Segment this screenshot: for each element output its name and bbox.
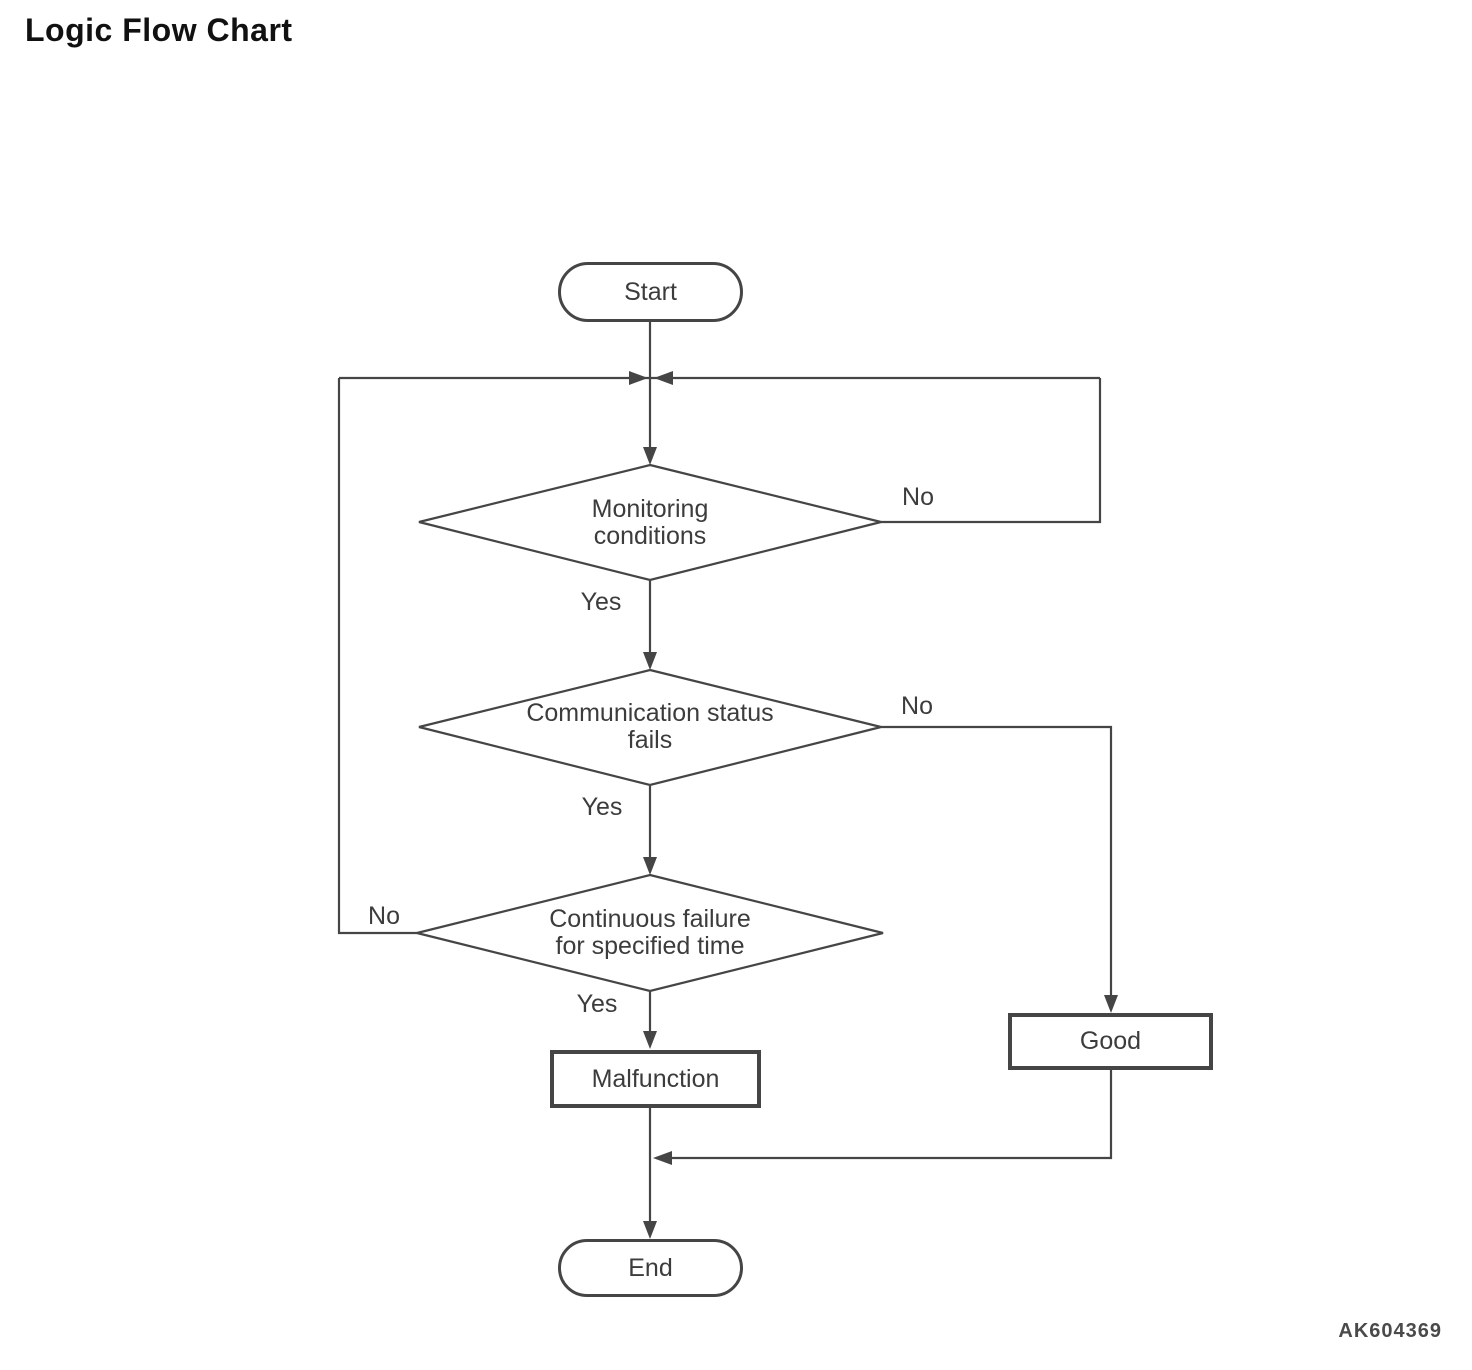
malfunction-label: Malfunction: [591, 1064, 720, 1093]
monitoring-no-label: No: [902, 483, 934, 511]
arrow-right-icon: [629, 371, 648, 385]
arrow-down-icon: [643, 1221, 657, 1239]
decision-monitoring-label: Monitoring conditions: [591, 495, 709, 550]
arrow-down-icon: [643, 857, 657, 875]
arrow-left-icon: [653, 1151, 672, 1165]
edge-communication-no: [881, 725, 1113, 1009]
decision-monitoring-shape: [418, 463, 882, 582]
communication-no-label: No: [901, 692, 933, 720]
arrow-down-icon: [643, 447, 657, 465]
monitoring-yes-label: Yes: [580, 588, 622, 616]
decision-communication-shape: [418, 668, 882, 787]
arrow-down-icon: [643, 1031, 657, 1049]
end-node: End: [558, 1239, 743, 1297]
continuous-no-label: No: [368, 902, 400, 930]
good-node: Good: [1008, 1013, 1213, 1070]
edge-continuous-no-loop: [337, 378, 417, 935]
continuous-yes-label: Yes: [576, 990, 618, 1018]
decision-communication-label: Communication status fails: [526, 699, 774, 754]
start-label: Start: [624, 277, 677, 306]
figure-code: AK604369: [1338, 1320, 1442, 1342]
page-title: Logic Flow Chart: [25, 12, 293, 48]
malfunction-node: Malfunction: [550, 1050, 761, 1108]
decision-continuous-label: Continuous failure for specified time: [549, 905, 751, 960]
start-node: Start: [558, 262, 743, 322]
communication-yes-label: Yes: [581, 793, 623, 821]
arrow-down-icon: [1104, 995, 1118, 1013]
arrow-down-icon: [643, 652, 657, 670]
edge-monitoring-no-loop: [881, 378, 1102, 524]
arrow-left-icon: [654, 371, 673, 385]
edge-good-merge: [656, 1070, 1113, 1160]
end-label: End: [628, 1253, 673, 1282]
decision-continuous-shape: [416, 873, 884, 993]
good-label: Good: [1079, 1027, 1142, 1055]
